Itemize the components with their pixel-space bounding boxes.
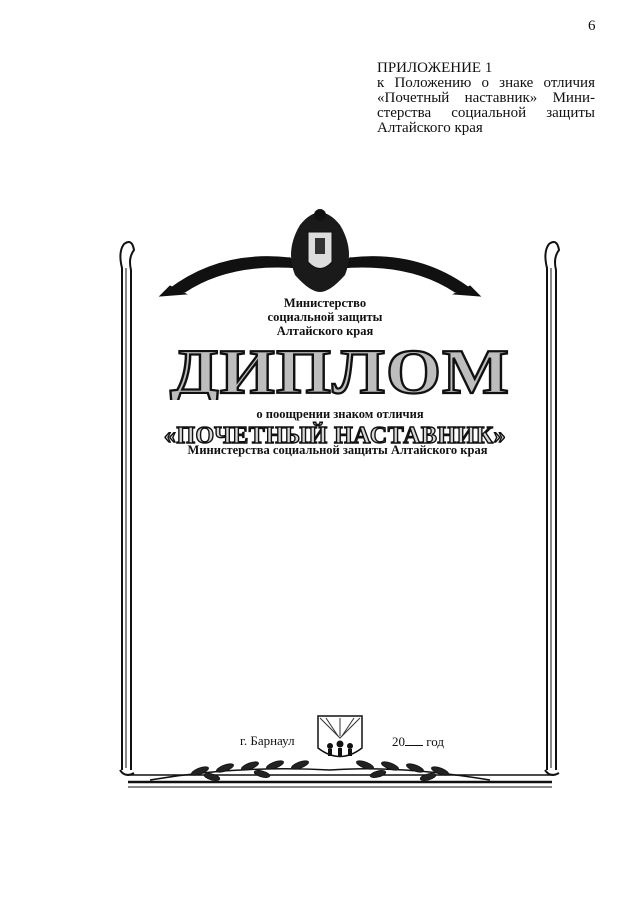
appendix-header: ПРИЛОЖЕНИЕ 1 к Положению о знаке отличия… [377, 61, 595, 136]
diploma-title: ДИПЛОМ [169, 338, 510, 400]
appendix-line-1: ПРИЛОЖЕНИЕ 1 [377, 60, 493, 76]
year-suffix: год [426, 734, 444, 749]
year-line: 20 год [392, 733, 444, 750]
right-column-border [544, 241, 561, 776]
organization-block: Министерство социальной защиты Алтайског… [250, 296, 400, 338]
appendix-line-5: Алтайского края [377, 120, 483, 136]
year-blank [405, 733, 423, 746]
appendix-line-3: «Почетный наставник» Мини- [377, 90, 595, 106]
left-column-border [119, 241, 136, 776]
appendix-line-2: к Положению о знаке отличия [377, 75, 595, 91]
badge-name: «ПОЧЕТНЫЙ НАСТАВНИК» [163, 422, 507, 449]
diploma-subtitle: о поощрении знаком отличия [256, 407, 424, 421]
coat-of-arms-icon [291, 209, 349, 292]
appendix-line-4: стерства социальной защиты [377, 105, 595, 121]
org-line-3: Алтайского края [276, 324, 374, 338]
year-prefix: 20 [392, 734, 405, 749]
page-number: 6 [588, 18, 596, 34]
laurel-branch-icon [149, 760, 491, 781]
bottom-border [128, 774, 552, 788]
ministry-line: Министерства социальной защиты Алтайског… [187, 443, 488, 457]
org-line-1: Министерство [283, 296, 367, 310]
city-label: г. Барнаул [240, 733, 295, 748]
org-line-2: социальной защиты [267, 310, 383, 324]
regional-emblem-icon [317, 715, 363, 758]
diploma-title-text: ДИПЛОМ [170, 338, 510, 400]
